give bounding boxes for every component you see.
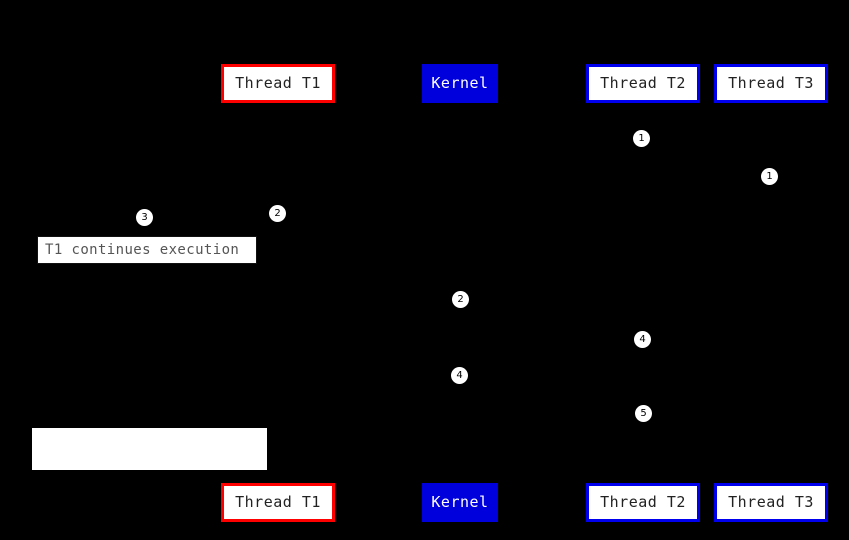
lifeline-t1: [278, 103, 279, 483]
note-t1-continues: T1 continues execution: [37, 236, 257, 264]
lifeline-t2: [643, 103, 644, 483]
sequence-number-badge: 2: [269, 205, 286, 222]
participant-label: Thread T1: [235, 493, 321, 511]
participant-label: Kernel: [431, 74, 489, 92]
sequence-number-badge: 5: [635, 405, 652, 422]
sequence-number-badge: 4: [451, 367, 468, 384]
blank-bottom-left: [32, 428, 267, 470]
participant-label: Thread T2: [600, 74, 686, 92]
sequence-number-badge: 1: [761, 168, 778, 185]
participant-label: Thread T3: [728, 493, 814, 511]
participant-kernel-head[interactable]: Kernel: [422, 64, 498, 103]
participant-t1-head[interactable]: Thread T1: [221, 64, 335, 103]
sequence-number-badge: 3: [136, 209, 153, 226]
sequence-number-badge: 4: [634, 331, 651, 348]
participant-t3-head[interactable]: Thread T3: [714, 64, 828, 103]
participant-label: Thread T2: [600, 493, 686, 511]
participant-t2-head[interactable]: Thread T2: [586, 64, 700, 103]
participant-label: Thread T3: [728, 74, 814, 92]
lifeline-t3: [771, 103, 772, 483]
participant-t3-foot[interactable]: Thread T3: [714, 483, 828, 522]
participant-label: Thread T1: [235, 74, 321, 92]
participant-t2-foot[interactable]: Thread T2: [586, 483, 700, 522]
sequence-number-badge: 2: [452, 291, 469, 308]
sequence-number-badge: 1: [633, 130, 650, 147]
participant-kernel-foot[interactable]: Kernel: [422, 483, 498, 522]
participant-label: Kernel: [431, 493, 489, 511]
participant-t1-foot[interactable]: Thread T1: [221, 483, 335, 522]
